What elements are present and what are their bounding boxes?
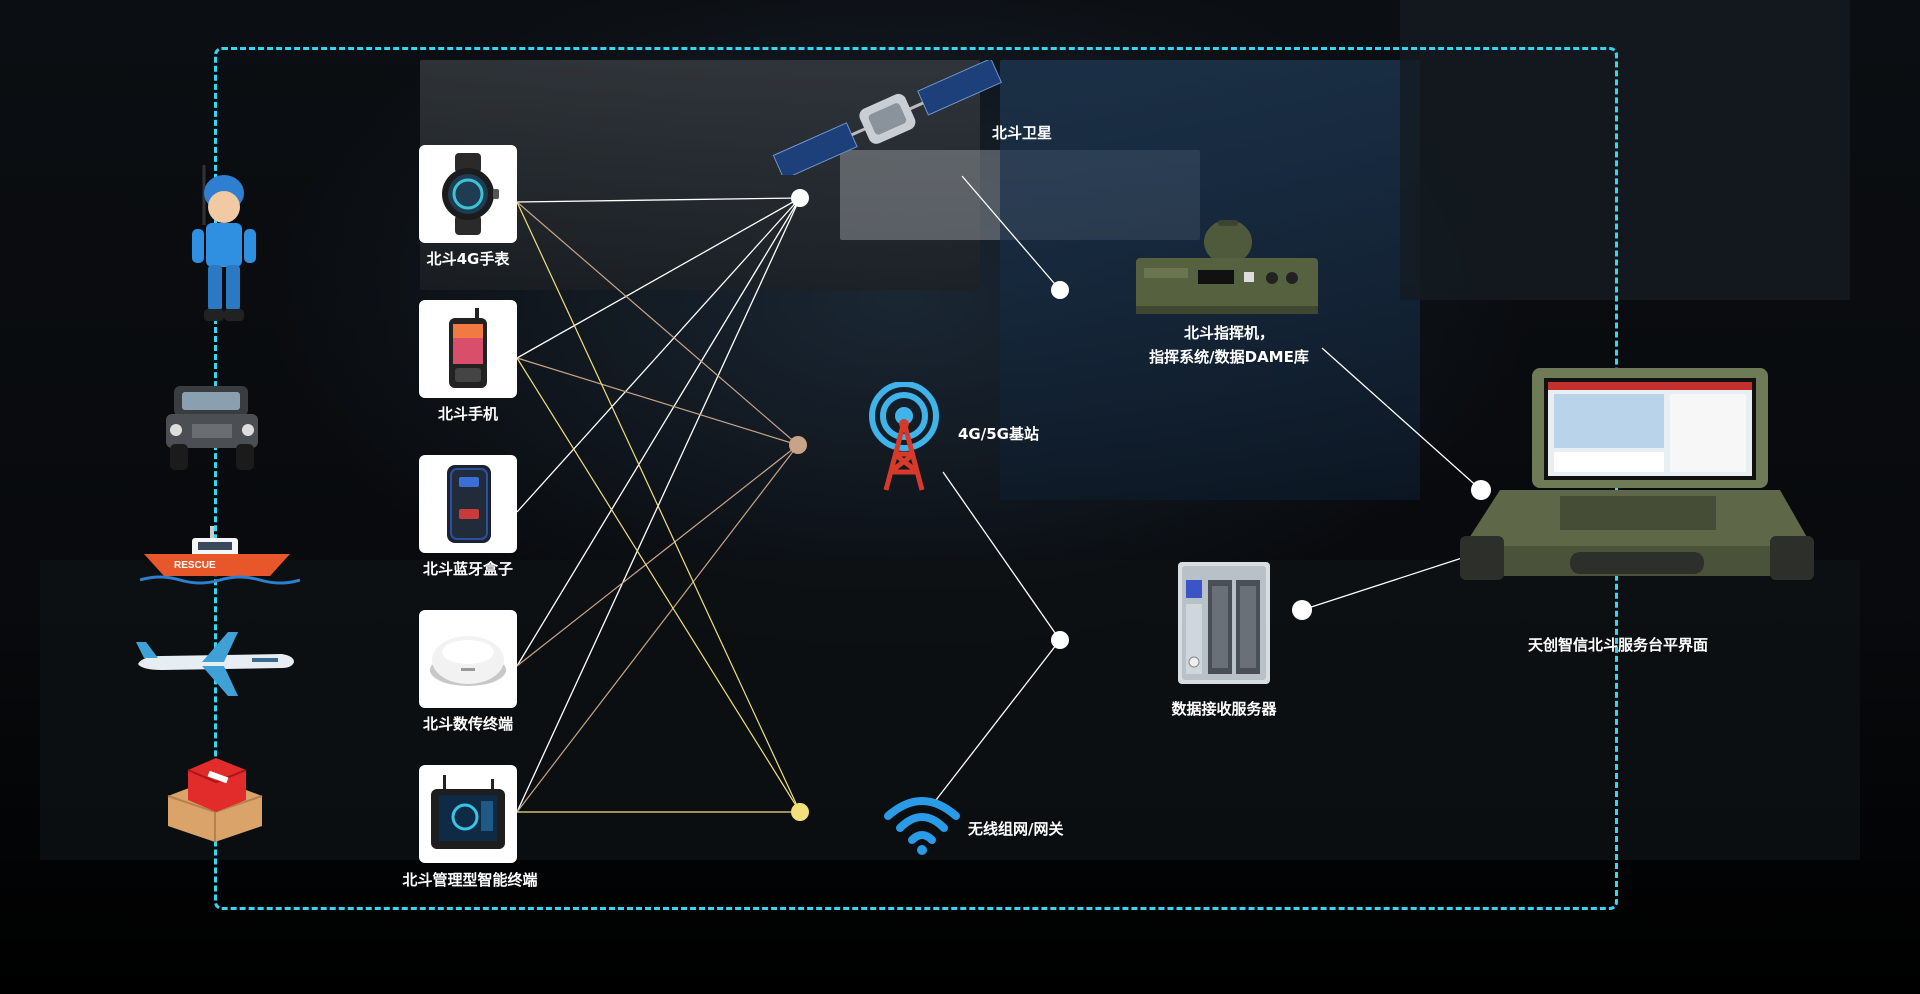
- link-base-station-node: [942, 471, 1061, 641]
- terminal-label-dtu: 北斗数传终端: [422, 715, 514, 733]
- satellite-hub-node: [791, 189, 809, 207]
- link-tablet-satellite: [516, 197, 801, 813]
- link-box-satellite: [516, 197, 801, 513]
- rescuer-figure-icon: [192, 165, 256, 321]
- link-phone-wireless: [516, 357, 801, 813]
- smart-tablet-icon: [431, 775, 505, 849]
- terminal-card-tablet[interactable]: [419, 765, 517, 863]
- off-road-vehicle-icon: [166, 386, 258, 470]
- base-station-label: 4G/5G基站: [958, 425, 1039, 443]
- server-label: 数据接收服务器: [1171, 700, 1277, 718]
- satellite-icon: [772, 60, 1003, 175]
- wifi-icon: [884, 797, 960, 855]
- terminal-card-watch[interactable]: [419, 145, 517, 243]
- link-wireless-node: [935, 639, 1061, 801]
- platform-label: 天创智信北斗服务台平界面: [1527, 636, 1709, 654]
- rugged-laptop-icon: [1460, 368, 1814, 580]
- data-transmission-terminal-icon: [430, 636, 506, 686]
- wireless-hub-node: [791, 803, 809, 821]
- terminal-label-tablet: 北斗管理型智能终端: [402, 871, 538, 889]
- link-phone-basestation: [516, 357, 799, 446]
- link-satellite-node: [961, 175, 1061, 291]
- link-dtu-satellite: [516, 197, 801, 667]
- network-relay-node: [1051, 631, 1069, 649]
- airplane-icon: [136, 632, 294, 696]
- rugged-phone-icon: [449, 308, 487, 388]
- bluetooth-box-icon: [447, 465, 491, 543]
- terminal-label-watch: 北斗4G手表: [426, 250, 510, 268]
- link-dtu-basestation: [516, 444, 799, 667]
- commander-laptop-node: [1471, 480, 1491, 500]
- link-server-laptop: [1301, 557, 1463, 611]
- terminal-label-bluetooth-box: 北斗蓝牙盒子: [422, 560, 514, 578]
- link-tablet-basestation: [516, 444, 799, 813]
- rescue-boat-icon: RESCUE: [140, 526, 300, 585]
- base-station-hub-node: [789, 436, 807, 454]
- link-watch-wireless: [516, 201, 801, 813]
- link-phone-satellite: [516, 197, 801, 359]
- wireless-label: 无线组网/网关: [968, 820, 1064, 838]
- satellite-relay-node: [1051, 281, 1069, 299]
- terminal-card-bluetooth-box[interactable]: [419, 455, 517, 553]
- terminal-card-dtu[interactable]: [419, 610, 517, 708]
- svg-text:RESCUE: RESCUE: [174, 560, 216, 571]
- terminal-card-phone[interactable]: [419, 300, 517, 398]
- link-watch-satellite: [516, 197, 801, 203]
- base-station-tower-icon: [869, 382, 939, 491]
- cargo-package-icon: [167, 758, 263, 842]
- terminal-label-phone: 北斗手机: [437, 405, 499, 423]
- link-watch-basestation: [516, 201, 799, 446]
- commander-device-icon: [1136, 220, 1318, 314]
- commander-label-line2: 指挥系统/数据DAME库: [1149, 348, 1309, 366]
- smartwatch-icon: [442, 153, 499, 235]
- link-commander-laptop: [1321, 347, 1482, 491]
- commander-label-line1: 北斗指挥机，: [1183, 324, 1275, 342]
- server-laptop-node: [1292, 600, 1312, 620]
- satellite-label: 北斗卫星: [992, 124, 1053, 142]
- server-icon: [1178, 562, 1270, 684]
